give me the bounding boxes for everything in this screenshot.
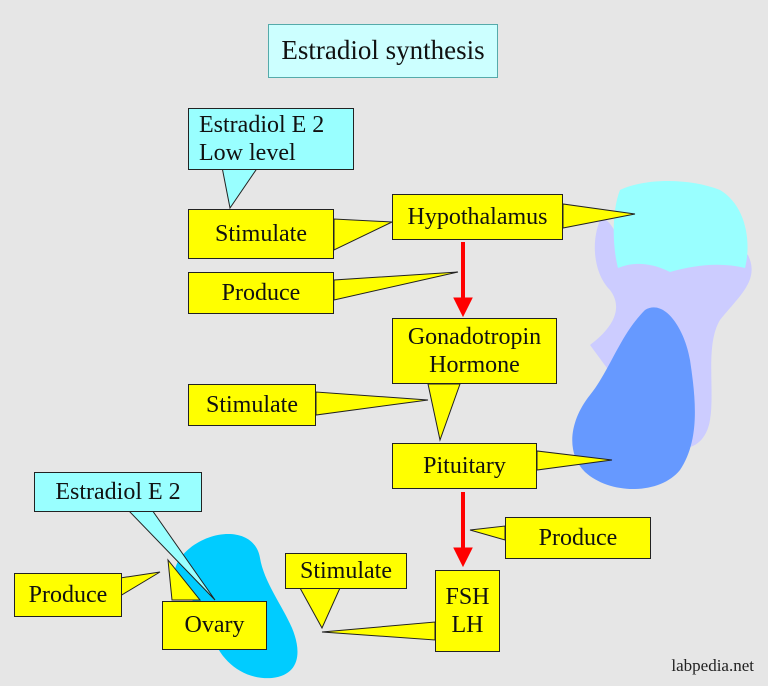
produce-box-1: Produce [188, 272, 334, 314]
estradiol-low-line2: Low level [199, 140, 296, 167]
stimulate-box-1: Stimulate [188, 209, 334, 259]
watermark: labpedia.net [671, 656, 754, 675]
callout-stimulate-3-pointer [299, 587, 341, 630]
produce-box-3: Produce [14, 573, 122, 617]
pituitary-box: Pituitary [392, 443, 537, 489]
callout-produce-3-pointer [119, 571, 161, 597]
stimulate-box-3: Stimulate [285, 553, 407, 589]
gonadotropin-hormone-box: Gonadotropin Hormone [392, 318, 557, 384]
produce-box-2: Produce [505, 517, 651, 559]
estradiol-low-line1: Estradiol E 2 [199, 112, 325, 138]
callout-hypothalamus-pointer [562, 203, 636, 229]
pituitary-shape [572, 307, 695, 490]
callout-ovary-pointer [167, 558, 202, 601]
fsh-lh-box: FSH LH [435, 570, 500, 652]
fsh-label: FSH [445, 583, 490, 610]
callout-stimulate-1-pointer [333, 218, 393, 251]
estradiol-low-level-box: Estradiol E 2 Low level [188, 108, 354, 170]
ovary-box: Ovary [162, 601, 267, 650]
stimulate-box-2: Stimulate [188, 384, 316, 426]
hypothalamus-shape [613, 181, 748, 272]
callout-produce-2-pointer [469, 525, 506, 541]
callout-stimulate-2-pointer [315, 391, 429, 416]
callout-gonadotropin-pointer [427, 383, 461, 442]
diagram-title: Estradiol synthesis [268, 24, 498, 78]
arrowhead-fsh [453, 547, 473, 568]
callout-fsh-pointer [321, 621, 436, 641]
gonadotropin-line1: Gonadotropin [407, 323, 542, 350]
hypothalamus-box: Hypothalamus [392, 194, 563, 240]
gonadotropin-line2: Hormone [429, 352, 520, 378]
callout-produce-1-pointer [333, 271, 459, 301]
callout-pituitary-pointer [536, 450, 613, 471]
callout-estradiol-low-pointer [221, 166, 259, 210]
estradiol-e2-box: Estradiol E 2 [34, 472, 202, 512]
lh-label: LH [451, 612, 484, 638]
arrowhead-gonadotropin [453, 297, 473, 318]
